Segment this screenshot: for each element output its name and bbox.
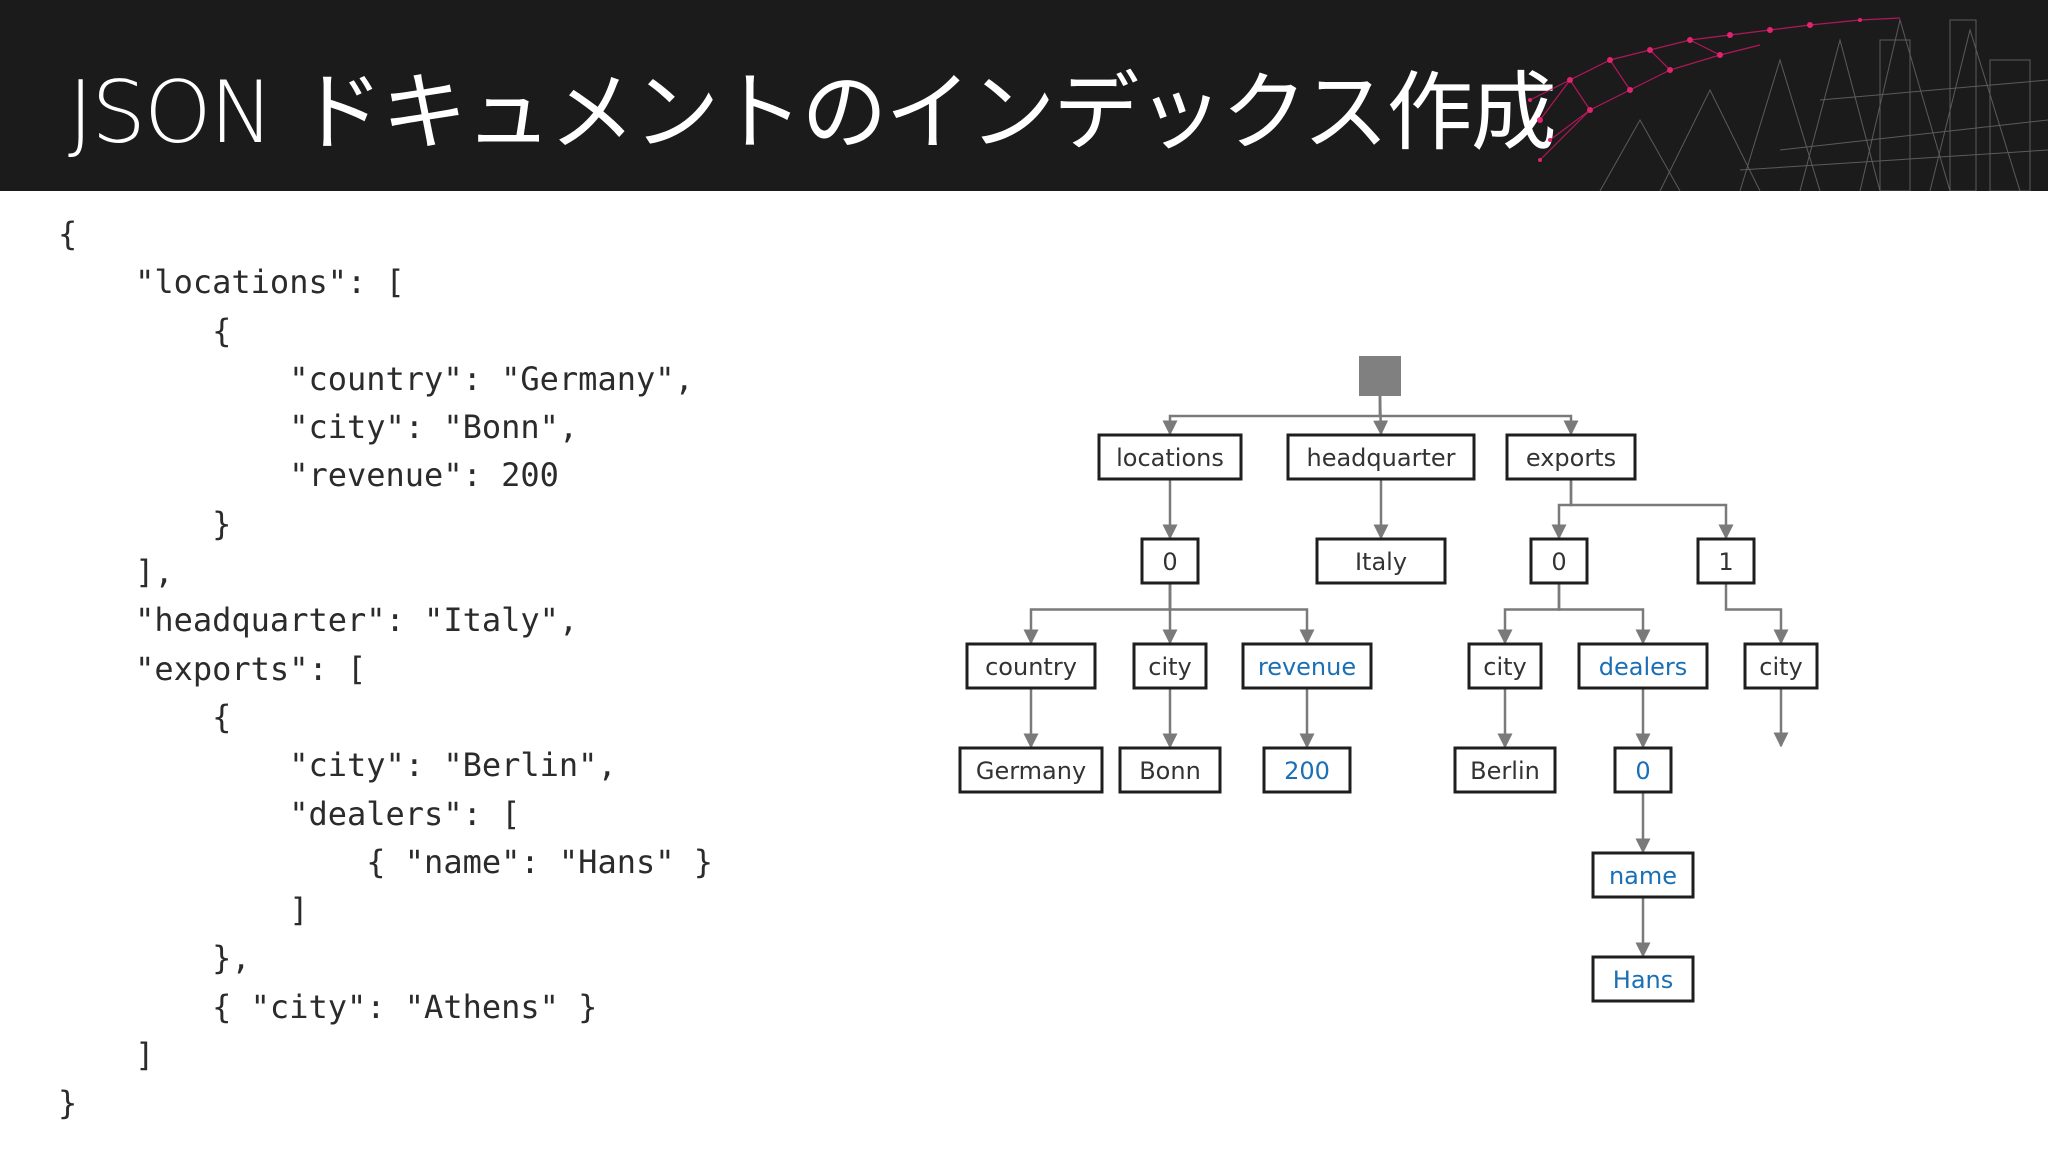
code-line: "revenue": 200 [58,456,559,495]
tree-node-loc-0: 0 [1140,537,1200,585]
tree-edge [1557,583,1651,645]
tree-node-exports: exports [1505,433,1637,481]
tree-node-box [1505,433,1637,481]
tree-node-label: headquarter [1307,444,1456,472]
tree-node-city-1: city [1132,642,1208,690]
city-network-decoration [1528,17,2048,191]
tree-node-revenue: revenue [1241,642,1373,690]
code-line: "city": "Bonn", [58,408,579,447]
tree-node-dealers-0: 0 [1613,746,1673,794]
code-line: { "city": "Athens" } [58,987,598,1026]
tree-node-label: exports [1526,444,1616,472]
tree-node-exp-1: 1 [1696,537,1756,585]
tree-node-label: name [1609,862,1677,890]
code-line: { "name": "Hans" } [58,842,714,881]
tree-node-berlin: Berlin [1453,746,1557,794]
tree-node-germany: Germany [958,746,1104,794]
tree-node-box [1097,433,1243,481]
tree-node-box [1591,955,1695,1003]
tree-node-box [965,642,1097,690]
tree-edge [1569,479,1734,540]
code-line: } [58,504,232,543]
code-line: "city": "Berlin", [58,746,617,785]
tree-node-box [1467,642,1543,690]
code-line: } [58,1084,78,1123]
code-line: ], [58,553,174,592]
tree-node-name: name [1591,851,1695,899]
code-line: ] [58,1036,155,1075]
tree-node-box [1132,642,1208,690]
code-line: { [58,697,232,736]
code-line: "headquarter": "Italy", [58,601,579,640]
tree-node-bonn: Bonn [1118,746,1222,794]
tree-root-node [1359,356,1401,396]
tree-node-box [1118,746,1222,794]
code-line: }, [58,939,251,978]
tree-node-box [1315,537,1447,585]
tree-node-label: Italy [1355,548,1407,576]
tree-node-headquarter: headquarter [1286,433,1476,481]
tree-edge [1162,396,1382,436]
code-line: "country": "Germany", [58,359,694,398]
tree-node-dealers: dealers [1577,642,1709,690]
tree-node-box [1529,537,1589,585]
code-line: ] [58,891,309,930]
tree-node-box [1613,746,1673,794]
slide-title: JSON ドキュメントのインデックス作成 [68,63,1557,163]
tree-node-label: Hans [1613,966,1673,994]
code-line: "exports": [ [58,649,367,688]
tree-node-hans: Hans [1591,955,1695,1003]
tree-node-label: 0 [1162,548,1177,576]
tree-edge [1724,583,1789,645]
tree-node-country: country [965,642,1097,690]
tree-node-locations: locations [1097,433,1243,481]
tree-node-box [1262,746,1352,794]
tree-node-city-3: city [1743,642,1819,690]
tree-node-label: Berlin [1470,757,1540,785]
tree-edge [1497,583,1561,645]
tree-node-box [958,746,1104,794]
tree-node-box [1453,746,1557,794]
tree-node-label: 200 [1284,757,1330,785]
slide-header: JSON ドキュメントのインデックス作成 [0,0,2048,191]
tree-node-box [1286,433,1476,481]
tree-node-box [1696,537,1756,585]
code-line: { [58,215,78,253]
tree-node-label: 0 [1551,548,1566,576]
json-code-block: { "locations": [ { "country": "Germany",… [58,210,713,1128]
tree-node-label: 0 [1635,757,1650,785]
tree-edge [1378,396,1579,436]
tree-node-italy: Italy [1315,537,1447,585]
tree-node-exp-0: 0 [1529,537,1589,585]
tree-node-label: Bonn [1139,757,1201,785]
tree-node-label: city [1759,653,1802,681]
tree-node-label: 1 [1718,548,1733,576]
tree-node-box [1743,642,1819,690]
tree-edge [1168,583,1315,645]
tree-node-box [1591,851,1695,899]
tree-node-box [1577,642,1709,690]
tree-node-label: Germany [976,757,1086,785]
tree-node-label: city [1148,653,1191,681]
tree-node-label: city [1483,653,1526,681]
code-line: "locations": [ [58,263,405,302]
tree-node-box [1140,537,1200,585]
tree-node-val-200: 200 [1262,746,1352,794]
tree-edge [1023,583,1172,645]
code-line: { [58,311,232,350]
tree-node-label: dealers [1599,653,1688,681]
tree-node-label: revenue [1258,653,1356,681]
tree-node-label: country [985,653,1077,681]
tree-node-box [1241,642,1373,690]
tree-node-city-2: city [1467,642,1543,690]
tree-node-label: locations [1116,444,1224,472]
code-line: "dealers": [ [58,794,521,833]
tree-edge [1551,479,1573,540]
